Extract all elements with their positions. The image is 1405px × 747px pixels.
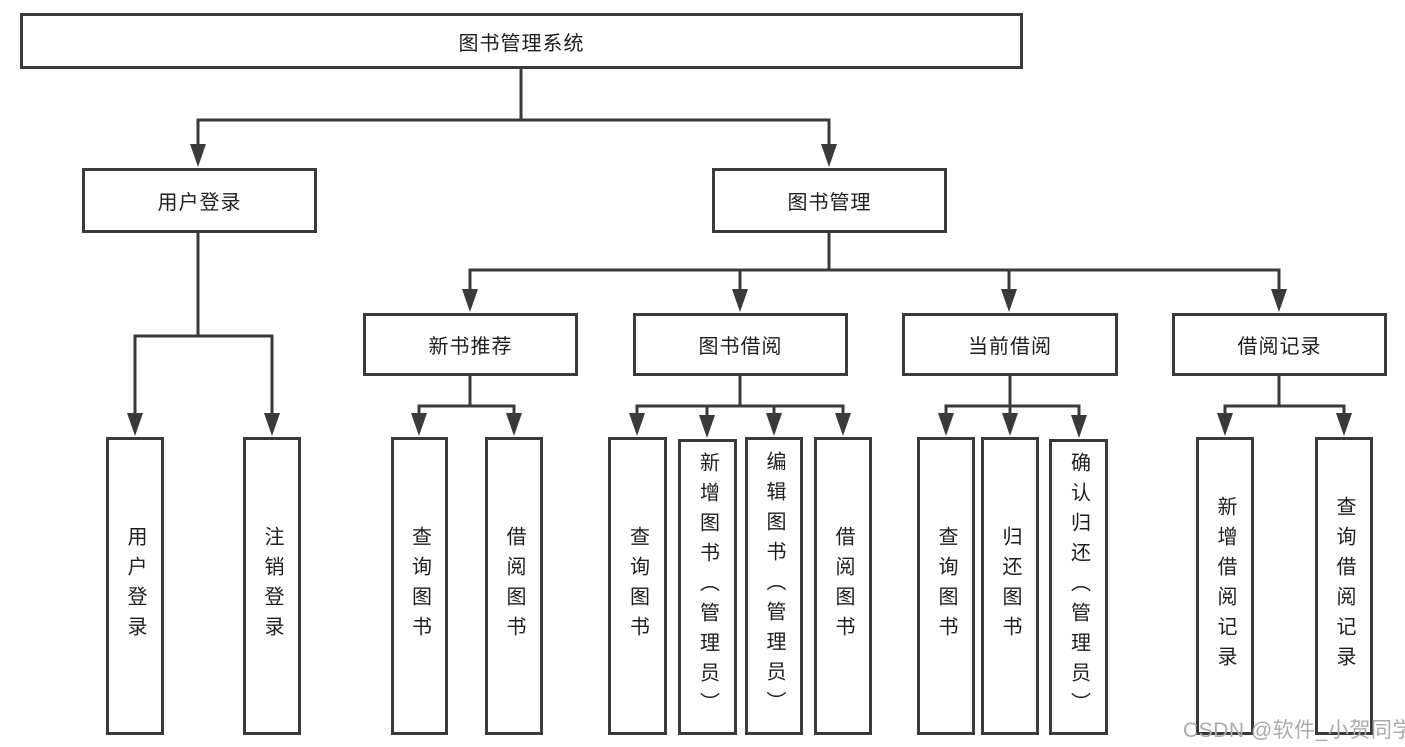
node-add-book-admin: 新增图书（管理员）: [678, 439, 737, 735]
node-user-login-leaf: 用户登录: [106, 437, 164, 735]
node-book-borrow: 图书借阅: [633, 313, 848, 376]
node-borrow-records: 借阅记录: [1172, 313, 1387, 376]
connector-new-book-rec-children: [411, 376, 522, 436]
node-query-books-borrow: 查询图书: [608, 437, 667, 735]
connector-user-login-children: [127, 233, 280, 436]
node-edit-book-admin: 编辑图书（管理员）: [745, 437, 803, 735]
node-borrow-books-rec: 借阅图书: [485, 437, 543, 735]
node-return-book: 归还图书: [981, 437, 1039, 735]
node-query-borrow-record: 查询借阅记录: [1315, 437, 1373, 735]
node-user-login: 用户登录: [82, 168, 317, 233]
node-add-borrow-record: 新增借阅记录: [1196, 437, 1254, 735]
node-logout: 注销登录: [243, 437, 301, 735]
connector-book-mgmt-to-level3: [462, 233, 1287, 312]
connector-root-to-level2: [190, 69, 837, 167]
connector-borrow-records-children: [1217, 376, 1352, 436]
connector-book-borrow-children: [629, 376, 851, 438]
node-confirm-return-admin: 确认归还（管理员）: [1049, 439, 1108, 735]
node-query-books-rec: 查询图书: [391, 437, 448, 735]
node-query-books-current: 查询图书: [917, 437, 975, 735]
node-borrow-books: 借阅图书: [814, 437, 872, 735]
node-current-borrow: 当前借阅: [902, 313, 1118, 376]
node-root: 图书管理系统: [20, 13, 1023, 69]
csdn-watermark: CSDN @软件_小贺同学: [1183, 719, 1405, 742]
node-new-book-rec: 新书推荐: [363, 313, 578, 376]
connector-current-borrow-children: [938, 376, 1087, 438]
node-book-mgmt: 图书管理: [712, 168, 947, 233]
